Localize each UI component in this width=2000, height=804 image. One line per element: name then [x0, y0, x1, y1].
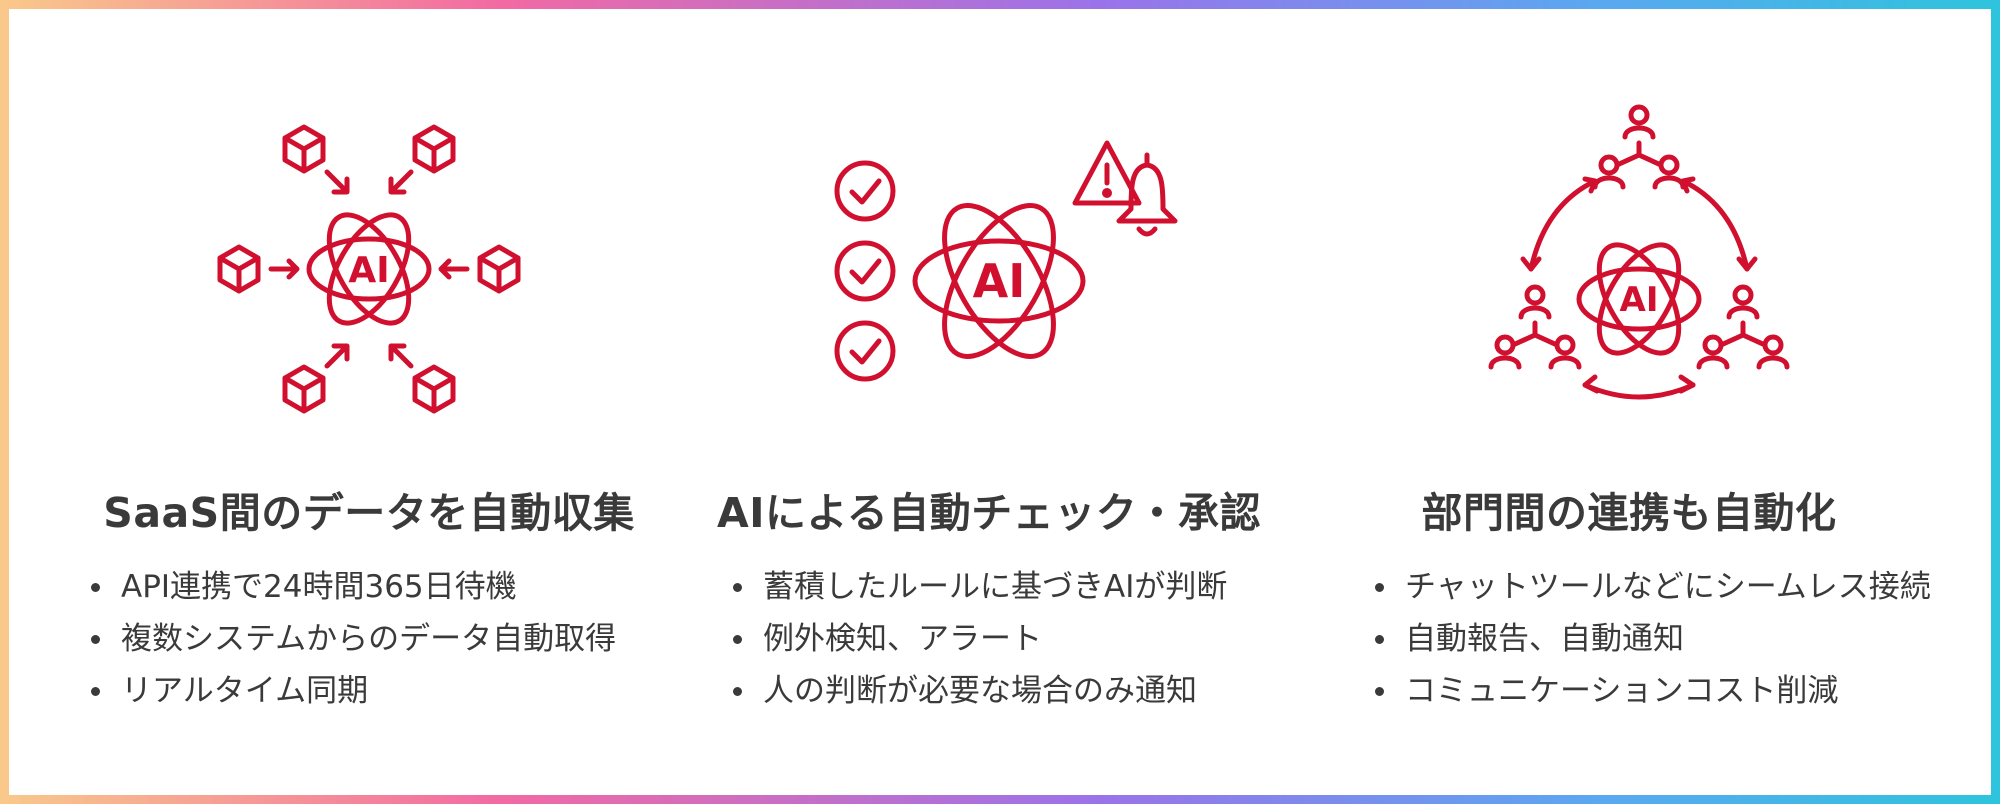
bullet-list: 蓄積したルールに基づきAIが判断 例外検知、アラート 人の判断が必要な場合のみ通… — [731, 561, 1227, 717]
checkmark-icon — [834, 160, 896, 222]
ai-data-collection-icon: AI — [49, 109, 689, 429]
section-data-collection: AI SaaS間のデータを自動収集 API連携で24時間365日待機 複数システ… — [49, 9, 689, 795]
bullet-list: API連携で24時間365日待機 複数システムからのデータ自動取得 リアルタイム… — [89, 561, 616, 717]
ai-department-link-icon: AI — [1309, 107, 1949, 400]
list-item: 複数システムからのデータ自動取得 — [89, 613, 616, 665]
section-title: 部門間の連携も自動化 — [1421, 489, 1837, 537]
list-item: API連携で24時間365日待機 — [89, 561, 616, 613]
team-icon — [1491, 287, 1579, 367]
section-check-approval: AI AIによる自動チェック・承認 蓄積したルールに基づきAIが判断 例外検知、… — [669, 9, 1309, 795]
section-title: AIによる自動チェック・承認 — [717, 489, 1261, 537]
list-item: 例外検知、アラート — [731, 613, 1227, 665]
list-item: リアルタイム同期 — [89, 665, 616, 717]
list-item: 蓄積したルールに基づきAIが判断 — [731, 561, 1227, 613]
list-item: コミュニケーションコスト削減 — [1373, 665, 1931, 717]
content-panel: AI SaaS間のデータを自動収集 API連携で24時間365日待機 複数システ… — [9, 9, 1991, 795]
ai-label: AI — [973, 254, 1026, 308]
list-item: 人の判断が必要な場合のみ通知 — [731, 665, 1227, 717]
checkmark-icon — [834, 240, 896, 302]
checkmark-icon — [834, 320, 896, 382]
bell-icon — [1116, 152, 1178, 237]
section-department-link: AI 部門間の連携も自動化 チャットツールなどにシームレス接続 自動報告、自動通… — [1309, 9, 1949, 795]
section-title: SaaS間のデータを自動収集 — [103, 489, 635, 537]
ai-check-approval-icon: AI — [834, 140, 1178, 382]
team-icon — [1595, 107, 1683, 187]
ai-label: AI — [348, 250, 389, 291]
warning-icon — [1072, 140, 1142, 206]
list-item: チャットツールなどにシームレス接続 — [1373, 561, 1931, 613]
list-item: 自動報告、自動通知 — [1373, 613, 1931, 665]
team-icon — [1699, 287, 1787, 367]
bullet-list: チャットツールなどにシームレス接続 自動報告、自動通知 コミュニケーションコスト… — [1373, 561, 1931, 717]
ai-label: AI — [1620, 280, 1659, 320]
